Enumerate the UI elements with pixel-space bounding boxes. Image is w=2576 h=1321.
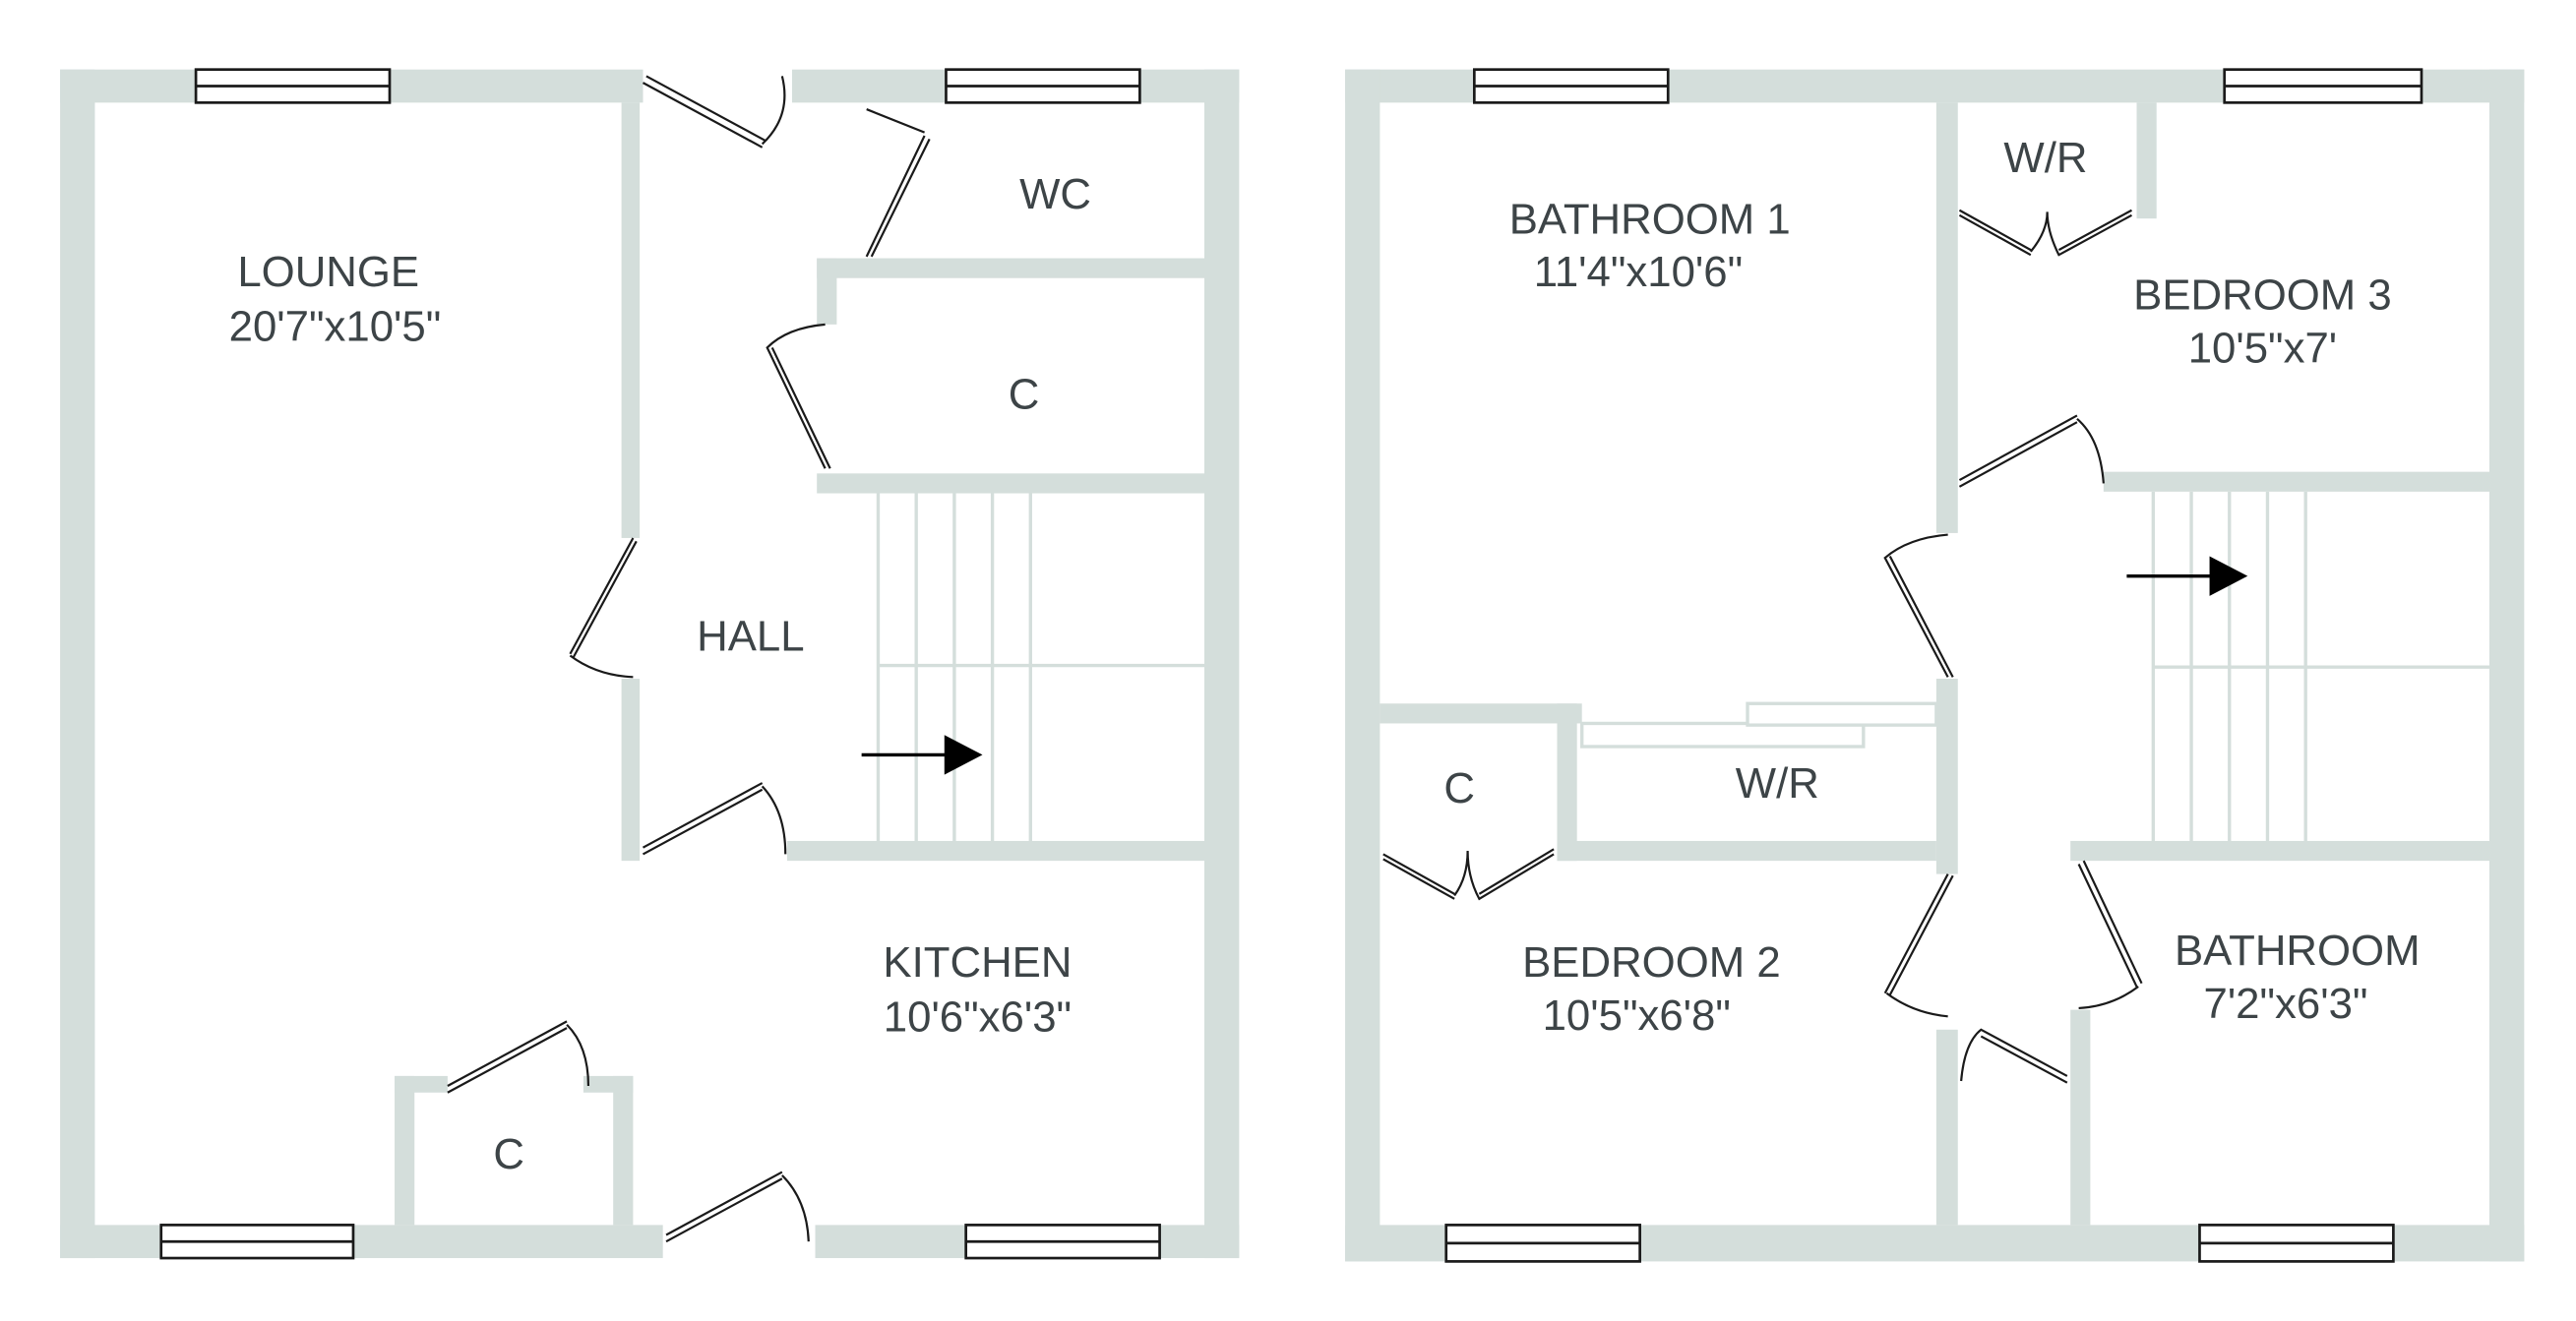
hall-name: HALL bbox=[697, 612, 804, 660]
windows bbox=[159, 68, 1161, 1260]
bathroom-size: 7'2"x6'3" bbox=[2203, 980, 2367, 1028]
stairs bbox=[2151, 491, 2489, 841]
cupboard-name: C bbox=[1443, 764, 1475, 812]
kitchen-size: 10'6"x6'3" bbox=[884, 992, 1072, 1041]
lounge-size: 20'7"x10'5" bbox=[229, 303, 442, 351]
cupboard-name: C bbox=[1009, 371, 1040, 419]
stairs-arrow-icon bbox=[2126, 556, 2248, 596]
ground-floor: LOUNGE 20'7"x10'5" WC C HALL KITCHEN 10'… bbox=[60, 68, 1240, 1260]
wardrobe-name: W/R bbox=[1736, 759, 1819, 808]
bedroom3-name: BEDROOM 3 bbox=[2133, 271, 2392, 320]
lounge-name: LOUNGE bbox=[237, 248, 419, 296]
first-floor: BATHROOM 1 11'4"x10'6" W/R BEDROOM 3 10'… bbox=[1345, 68, 2525, 1263]
wardrobe-sliding-doors bbox=[1580, 701, 1938, 749]
bedroom3-size: 10'5"x7' bbox=[2188, 325, 2337, 373]
stairs bbox=[876, 493, 1205, 841]
cupboard-name: C bbox=[493, 1130, 524, 1178]
bedroom2-name: BEDROOM 2 bbox=[1522, 938, 1781, 987]
bathroom-name: BATHROOM bbox=[2175, 927, 2421, 975]
stairs-arrow-icon bbox=[861, 735, 983, 775]
doors bbox=[1382, 209, 2143, 1084]
wardrobe-name: W/R bbox=[2003, 134, 2087, 182]
doors bbox=[447, 75, 931, 1243]
windows bbox=[1444, 68, 2423, 1263]
bedroom2-size: 10'5"x6'8" bbox=[1543, 991, 1731, 1040]
wc-name: WC bbox=[1019, 170, 1091, 218]
bathroom1-name: BATHROOM 1 bbox=[1509, 195, 1791, 243]
kitchen-name: KITCHEN bbox=[883, 938, 1072, 987]
bathroom1-size: 11'4"x10'6" bbox=[1534, 248, 1743, 296]
